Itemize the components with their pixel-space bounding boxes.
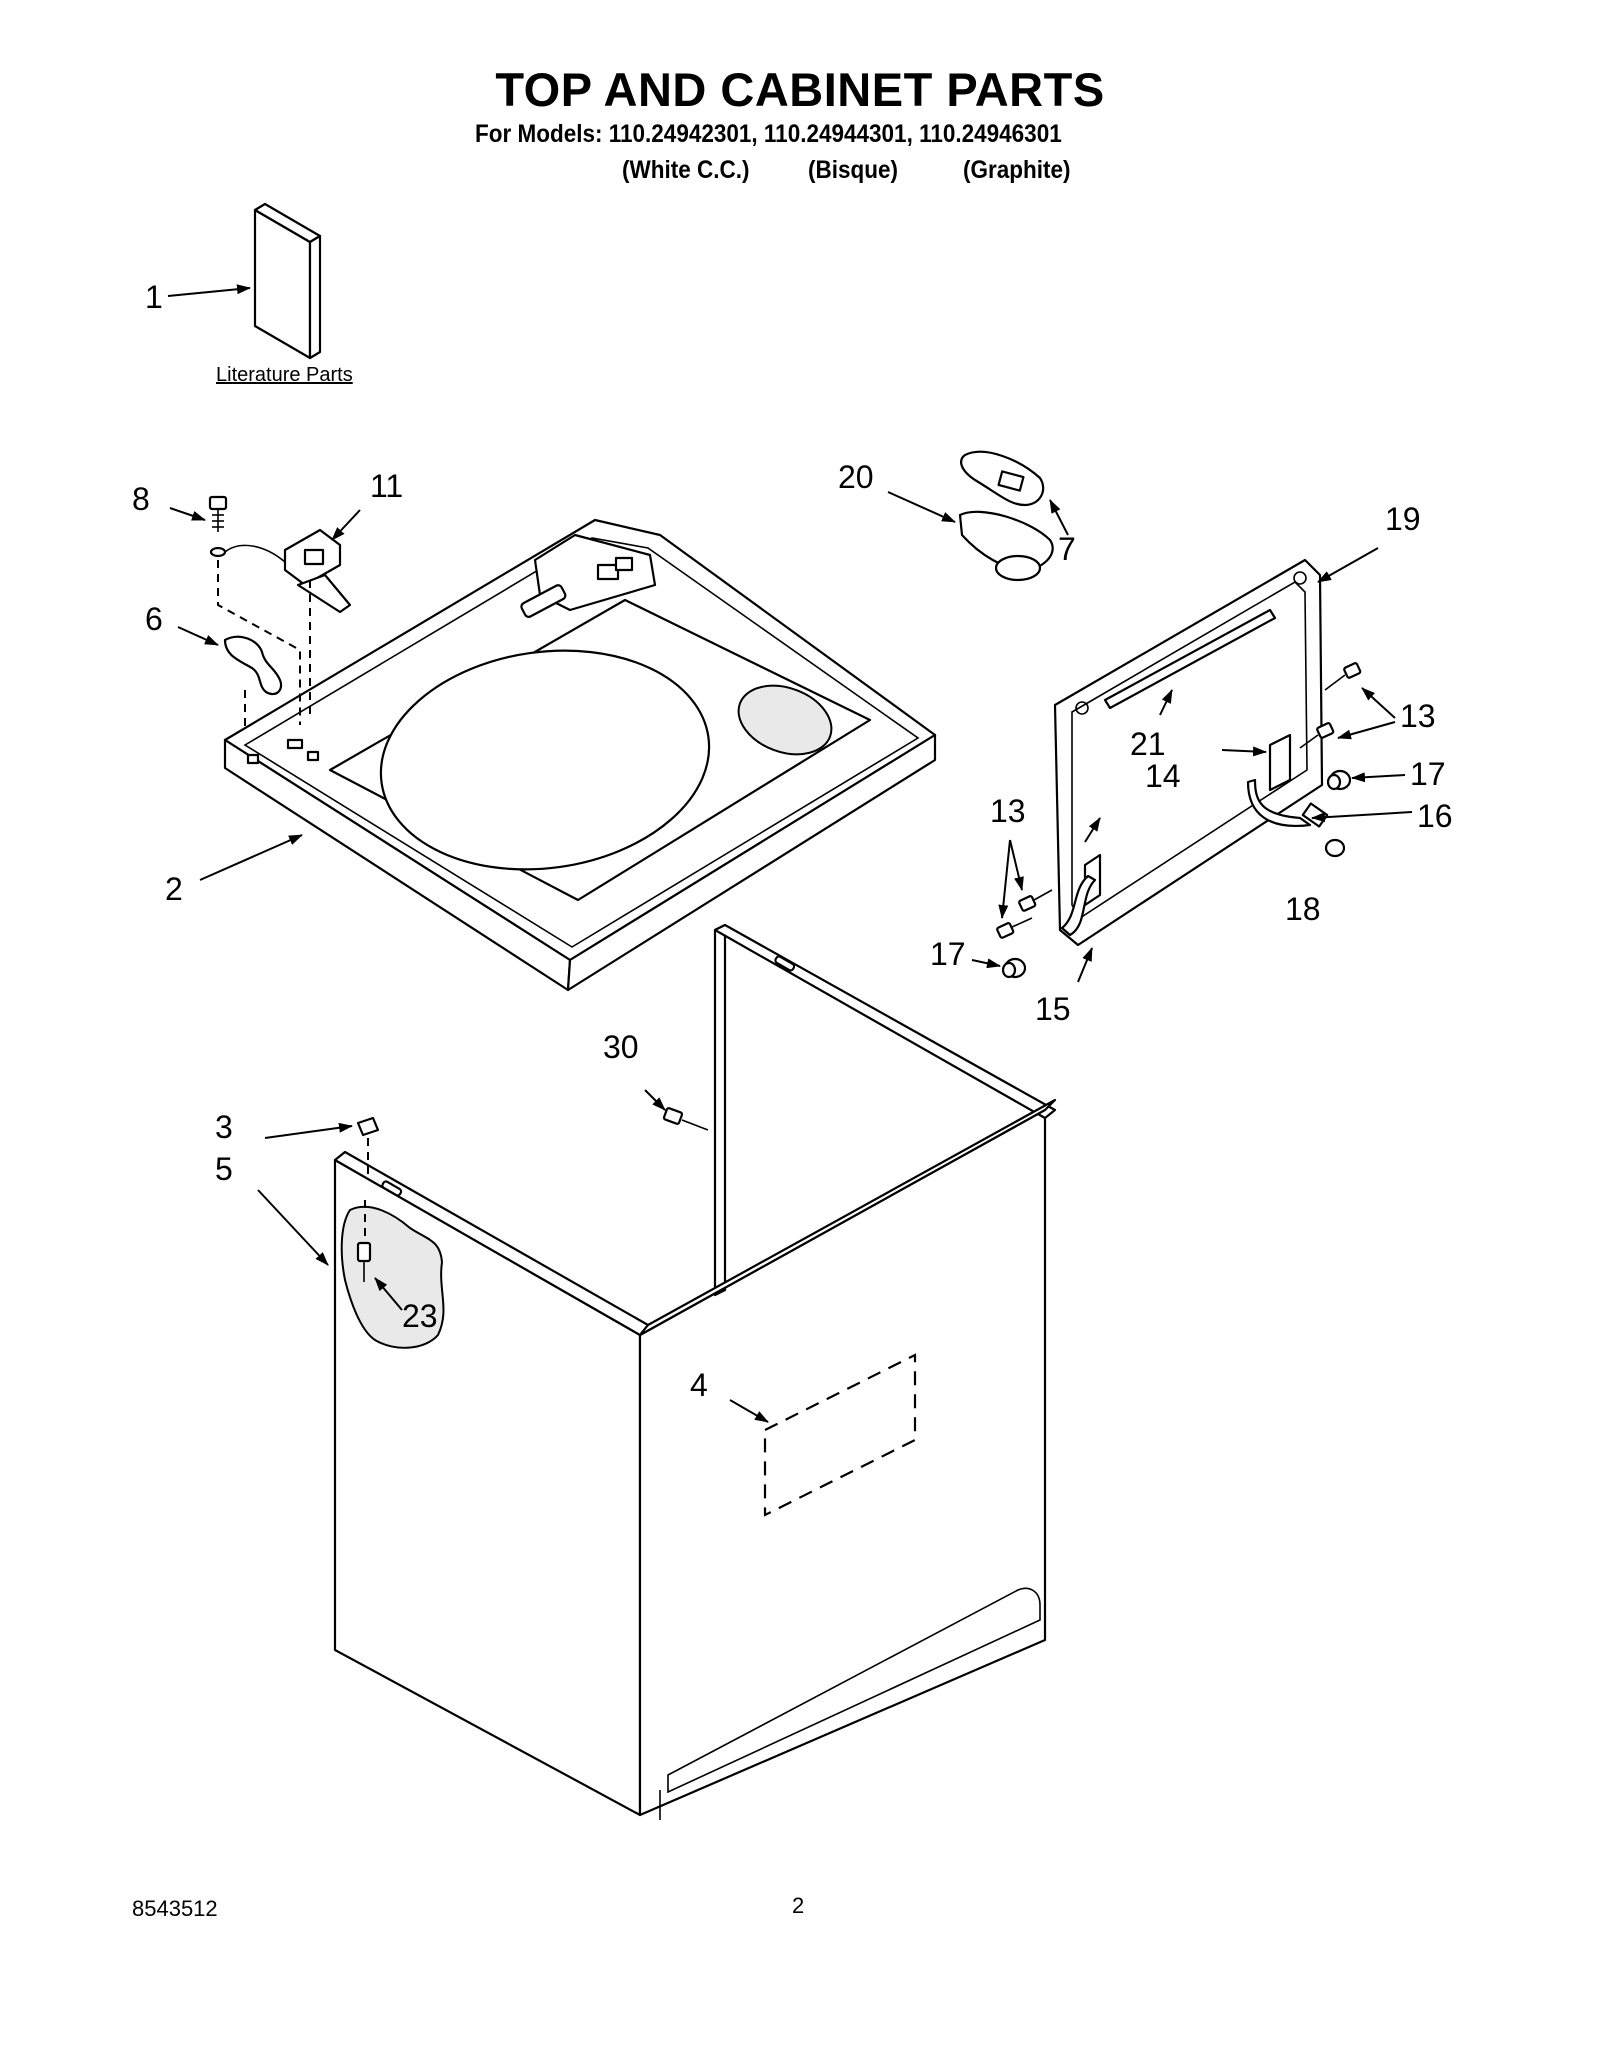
literature-booklet-part (253, 202, 322, 360)
leader-line (729, 1399, 769, 1423)
leader-line (199, 834, 303, 881)
leader-line (1311, 811, 1413, 823)
cutaway-view (340, 1200, 445, 1349)
callout-30: 30 (603, 1029, 639, 1065)
callout-13-right: 13 (1400, 698, 1436, 734)
callout-3: 3 (215, 1109, 233, 1145)
callout-8: 8 (132, 481, 150, 517)
leader-line (998, 839, 1011, 919)
mount-guide (217, 560, 301, 725)
washer-top-part (223, 518, 937, 992)
callout-20: 20 (838, 459, 874, 495)
callout-17-right: 17 (1410, 756, 1446, 792)
leader-line (167, 284, 251, 297)
callout-4: 4 (690, 1367, 708, 1403)
callout-19: 19 (1385, 501, 1421, 537)
leader-line (1361, 687, 1396, 719)
leader-line (1049, 499, 1069, 536)
callout-23: 23 (402, 1298, 438, 1334)
callout-5: 5 (215, 1151, 233, 1187)
callout-11: 11 (370, 468, 403, 504)
callout-15: 15 (1035, 991, 1071, 1027)
screw-part (662, 1107, 709, 1131)
callout-7: 7 (1058, 531, 1076, 567)
lid-switch-part (224, 528, 352, 614)
variant-white: (White C.C.) (622, 156, 750, 184)
page-title: TOP AND CABINET PARTS (495, 63, 1105, 116)
callout-17-left: 17 (930, 936, 966, 972)
leader-line (257, 1189, 329, 1266)
callout-16: 16 (1417, 798, 1453, 834)
leader-line (971, 958, 1001, 969)
leader-line (1009, 839, 1024, 891)
leader-line (374, 1277, 403, 1311)
leader-line (887, 491, 956, 523)
leader-line (1077, 947, 1093, 983)
callout-1: 1 (145, 279, 163, 315)
variant-bisque: (Bisque) (808, 156, 898, 184)
callout-21: 21 (1130, 726, 1166, 762)
lid-assembly-part (1053, 558, 1324, 947)
variant-graphite: (Graphite) (963, 156, 1071, 184)
callout-2: 2 (165, 871, 183, 907)
page-number: 2 (792, 1893, 805, 1918)
leader-line (1337, 721, 1396, 740)
leader-line (177, 626, 219, 646)
literature-parts-label: Literature Parts (216, 364, 353, 386)
screw-part (996, 662, 1362, 939)
leader-line (169, 507, 206, 521)
callout-18: 18 (1285, 891, 1321, 927)
leader-line (264, 1122, 353, 1139)
callout-6: 6 (145, 601, 163, 637)
dispenser-cap-part (960, 450, 1045, 507)
leader-line (331, 509, 361, 541)
document-number: 8543512 (132, 1896, 218, 1921)
label-area (763, 1353, 917, 1517)
leader-line (1317, 547, 1379, 583)
dispenser-cup-part (958, 510, 1054, 582)
cabinet-clip-part (356, 1116, 380, 1175)
leader-line (1221, 746, 1267, 757)
leader-line (1084, 817, 1101, 843)
leader-line (1351, 772, 1406, 783)
bumper-part (1001, 769, 1352, 979)
leader-line (644, 1089, 666, 1111)
callout-14: 14 (1145, 758, 1181, 794)
wire-clip-part (223, 635, 283, 696)
callout-13-left: 13 (990, 793, 1026, 829)
screw-part (208, 495, 228, 558)
models-line: For Models: 110.24942301, 110.24944301, … (475, 120, 1062, 148)
leader-line (1159, 689, 1173, 716)
